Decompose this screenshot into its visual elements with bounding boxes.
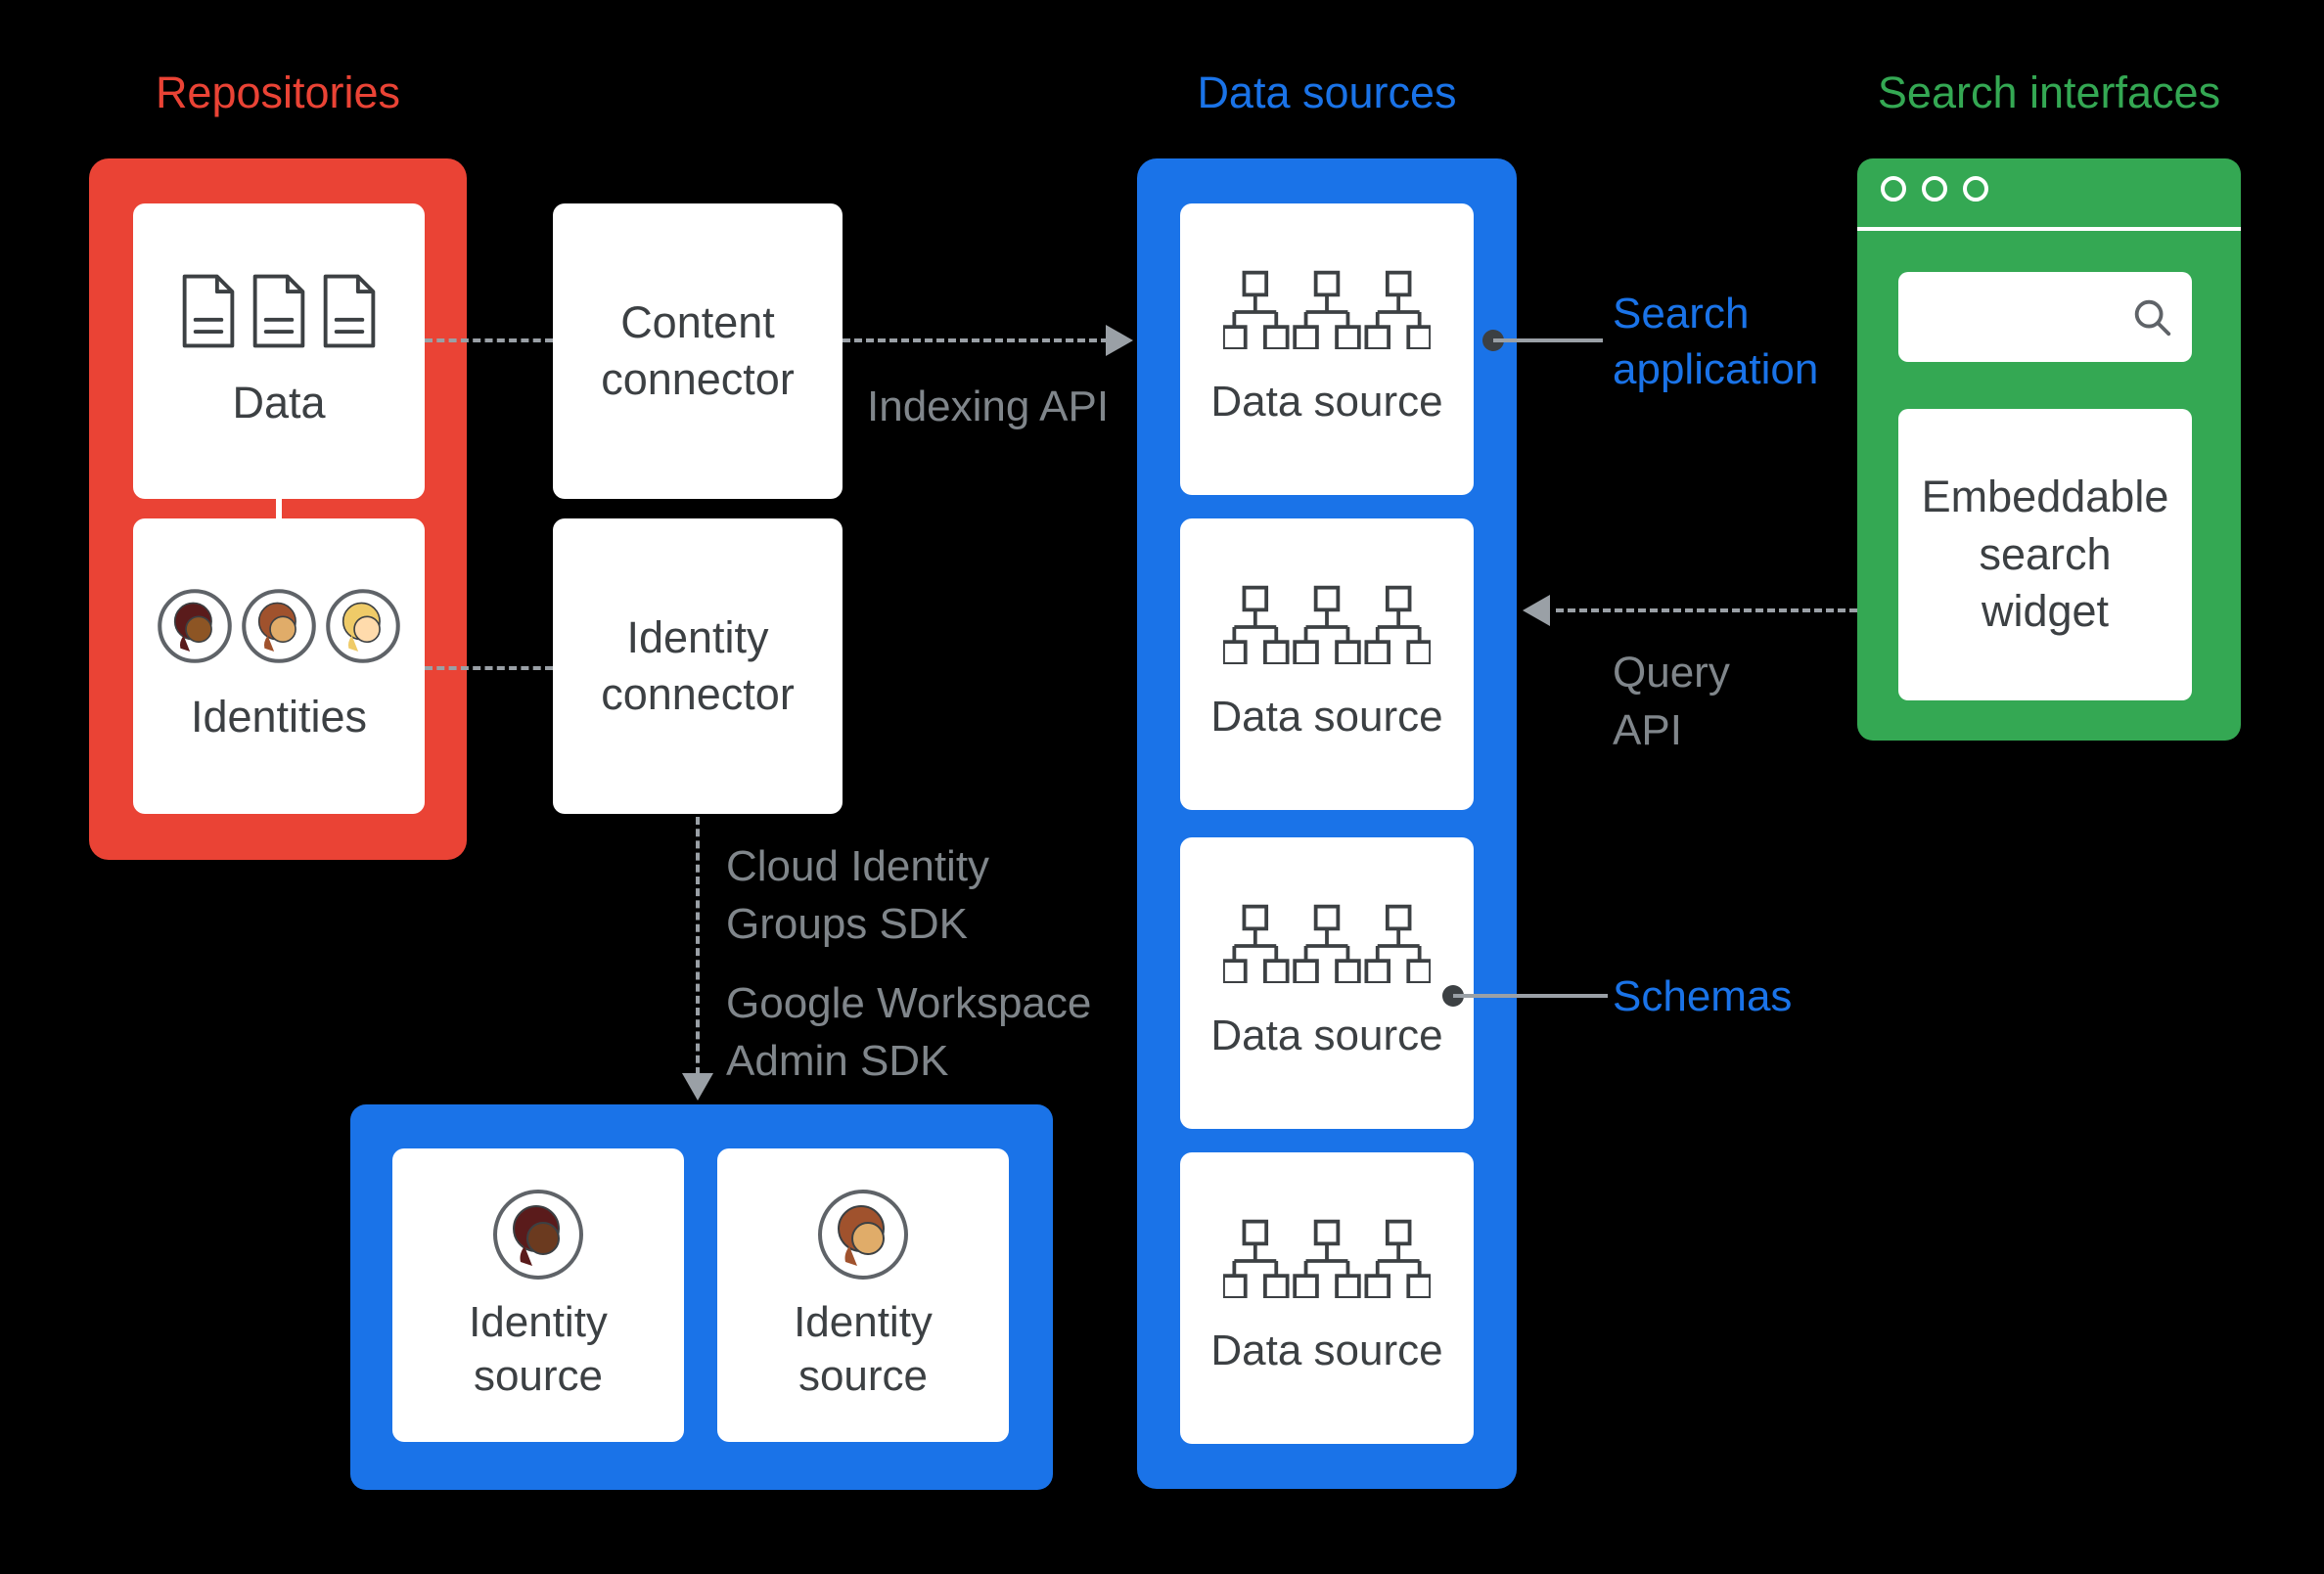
schemas-label: Schemas [1613,972,1793,1020]
indexing-api-label: Indexing API [867,382,1110,430]
cloud-identity-sdk-label: Cloud Identity Groups SDK [726,842,990,949]
identity-source-card: Identity source [717,1148,1009,1442]
schemas-line [1453,994,1608,998]
data-source-label: Data source [1210,693,1443,741]
query-arrow-line [1556,608,1857,612]
data-card: Data [133,203,425,499]
card-link-line [276,499,282,518]
person-avatar-icon [326,589,400,663]
org-chart-icon [1223,270,1431,349]
identity-avatars [157,588,401,664]
identity-source-label: Identity source [794,1298,933,1400]
identities-to-identity-link [425,666,553,670]
query-api-label: Query API [1613,649,1730,755]
document-icons [178,272,380,350]
identity-sdk-arrowhead-icon [682,1073,713,1101]
identity-sdk-arrow-line [696,817,700,1075]
search-application-label: Search application [1613,290,1819,394]
data-sources-heading: Data sources [1197,67,1457,117]
embeddable-search-widget-card: Embeddable search widget [1898,409,2192,700]
identities-card-label: Identities [190,691,368,742]
browser-divider [1857,227,2241,231]
document-icon [182,274,235,348]
search-interfaces-heading: Search interfaces [1877,67,2221,117]
indexing-arrow-line [843,338,1109,342]
person-avatar-icon [493,1190,583,1280]
document-icon [252,274,305,348]
search-input [1898,272,2192,362]
org-chart-icon [1223,904,1431,983]
content-connector-box: Content connector [553,203,843,499]
identity-source-card: Identity source [392,1148,684,1442]
browser-dots-icon [1881,176,1988,202]
indexing-arrowhead-icon [1106,325,1133,356]
data-source-label: Data source [1210,378,1443,426]
data-card-label: Data [232,377,326,427]
person-avatar-icon [158,589,232,663]
search-application-line [1493,338,1603,342]
person-avatar-icon [818,1190,908,1280]
repositories-heading: Repositories [155,67,401,117]
data-to-content-link [425,338,553,342]
document-icon [323,274,376,348]
org-chart-icon [1223,585,1431,664]
data-source-card: Data source [1180,837,1474,1129]
data-source-card: Data source [1180,1152,1474,1444]
workspace-admin-sdk-label: Google Workspace Admin SDK [726,979,1092,1086]
query-arrowhead-icon [1523,595,1550,626]
org-chart-icon [1223,1219,1431,1298]
data-source-card: Data source [1180,518,1474,810]
identities-card: Identities [133,518,425,814]
search-icon [2134,299,2171,337]
data-source-label: Data source [1210,1327,1443,1374]
data-source-card: Data source [1180,203,1474,495]
identity-source-label: Identity source [469,1298,608,1400]
data-source-label: Data source [1210,1012,1443,1059]
identity-connector-box: Identity connector [553,518,843,814]
person-avatar-icon [242,589,316,663]
